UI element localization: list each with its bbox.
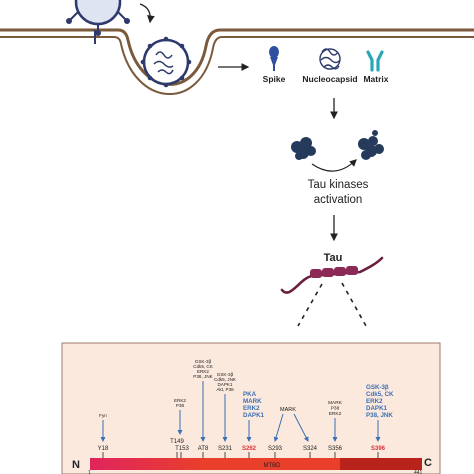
kinase-label-s396-4: P38, JNK bbox=[366, 412, 393, 419]
kinase-label-s396-0: GSK-3β bbox=[366, 384, 389, 391]
tau-protein-icon bbox=[280, 256, 384, 294]
nucleocapsid-label: Nucleocapsid bbox=[302, 74, 357, 84]
c-terminal-segment bbox=[340, 458, 422, 470]
site-s324: S324 bbox=[303, 446, 318, 452]
kinase-label-s356-2: ERK2 bbox=[329, 411, 342, 417]
site-s293: S293 bbox=[268, 446, 283, 452]
kinase-label-s231-0: GSK-3β bbox=[217, 372, 234, 377]
nucleocapsid-icon bbox=[319, 48, 341, 70]
kinase-label-y18-0: Fyn bbox=[99, 413, 107, 418]
site-at8: AT8 bbox=[198, 446, 209, 452]
matrix-protein-icon bbox=[366, 50, 384, 72]
mark-shared-label: MARK bbox=[280, 407, 296, 413]
n-terminus-label: N bbox=[72, 459, 80, 471]
mtbd-label: MTBD bbox=[264, 463, 282, 469]
cell-membrane bbox=[0, 28, 474, 95]
site-y18: Y18 bbox=[98, 446, 109, 452]
kinase-label-s262-2: ERK2 bbox=[243, 405, 260, 412]
spike-protein-icon bbox=[269, 46, 279, 71]
site-s396: S396 bbox=[371, 446, 386, 452]
c-terminus-label: C bbox=[424, 457, 432, 469]
n-terminal-segment bbox=[90, 458, 205, 470]
kinase-label-s231-2: DAPK1 bbox=[217, 382, 233, 387]
kinase-label-at8-2: ERK2 bbox=[197, 369, 209, 374]
kinase-label-s396-1: Cdk5, CK bbox=[366, 391, 394, 398]
activation-arrow bbox=[311, 159, 357, 172]
site-arrows bbox=[100, 381, 381, 442]
kinase-label-s231-1: Cdk5, JNK bbox=[214, 377, 237, 382]
entry-arrow bbox=[139, 3, 155, 24]
phospho-site-panel bbox=[61, 342, 441, 474]
zoom-lines bbox=[297, 282, 367, 327]
active-kinase-icon bbox=[358, 130, 384, 160]
residue-end-label: 441 bbox=[414, 470, 423, 474]
kinase-label-t153-0: ERK2 bbox=[174, 398, 186, 403]
site-t149: T149 bbox=[170, 439, 184, 445]
residue-start-label: 1 bbox=[88, 470, 91, 474]
inactive-kinase-icon bbox=[291, 137, 316, 160]
kinase-label-at8-1: Cdk5, CK bbox=[193, 364, 214, 369]
mtbd-segment bbox=[205, 458, 340, 470]
kinase-label-s356-1: P38 bbox=[331, 406, 340, 412]
site-s356: S356 bbox=[328, 446, 343, 452]
site-labels: Y18 T149 T153 AT8 S231 S262 S293 S324 S3… bbox=[98, 439, 386, 452]
kinase-activation-line2: activation bbox=[314, 194, 363, 206]
site-t153: T153 bbox=[175, 446, 189, 452]
kinase-label-at8-3: P38, JNK bbox=[193, 374, 213, 379]
site-ticks bbox=[102, 452, 379, 458]
site-s231: S231 bbox=[218, 446, 233, 452]
kinase-label-s356-0: MARK bbox=[328, 400, 343, 406]
site-s262: S262 bbox=[242, 446, 257, 452]
kinase-label-s262-3: DAPK1 bbox=[243, 412, 265, 419]
kinase-label-s396-2: ERK2 bbox=[366, 398, 383, 405]
kinase-label-s262-0: PKA bbox=[243, 391, 257, 398]
spike-label: Spike bbox=[263, 74, 286, 84]
kinase-label-s231-3: Akt, P38 bbox=[216, 387, 234, 392]
coronavirus-icon bbox=[66, 0, 130, 44]
internalized-virus-icon bbox=[140, 36, 192, 88]
tau-label: Tau bbox=[324, 252, 343, 264]
kinase-label-s262-1: MARK bbox=[243, 398, 262, 405]
kinase-label-t153-1: P38 bbox=[176, 403, 185, 408]
kinase-label-at8-0: GSK-3β bbox=[195, 359, 212, 364]
kinase-activation-line1: Tau kinases bbox=[308, 179, 369, 191]
kinase-label-s396-3: DAPK1 bbox=[366, 405, 388, 412]
matrix-label: Matrix bbox=[363, 74, 388, 84]
